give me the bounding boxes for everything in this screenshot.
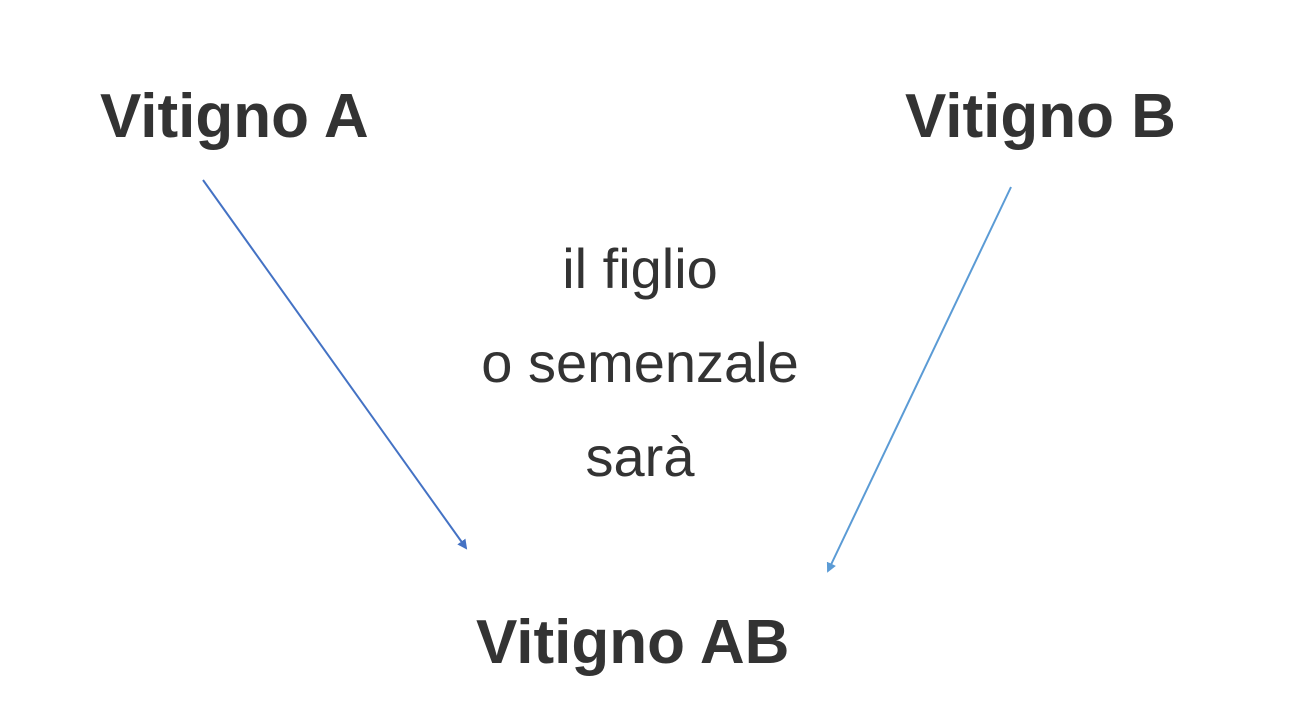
parent-a-label: Vitigno A: [100, 82, 369, 151]
parent-b-label: Vitigno B: [905, 82, 1176, 151]
arrow-b-to-ab: [826, 186, 1012, 573]
middle-line-2: o semenzale: [481, 331, 799, 394]
middle-caption: il figlio o semenzale sarà: [420, 222, 860, 504]
middle-line-3: sarà: [585, 425, 695, 488]
arrow-a-to-ab: [202, 179, 468, 550]
child-label: Vitigno AB: [476, 608, 790, 677]
middle-line-1: il figlio: [562, 237, 718, 300]
